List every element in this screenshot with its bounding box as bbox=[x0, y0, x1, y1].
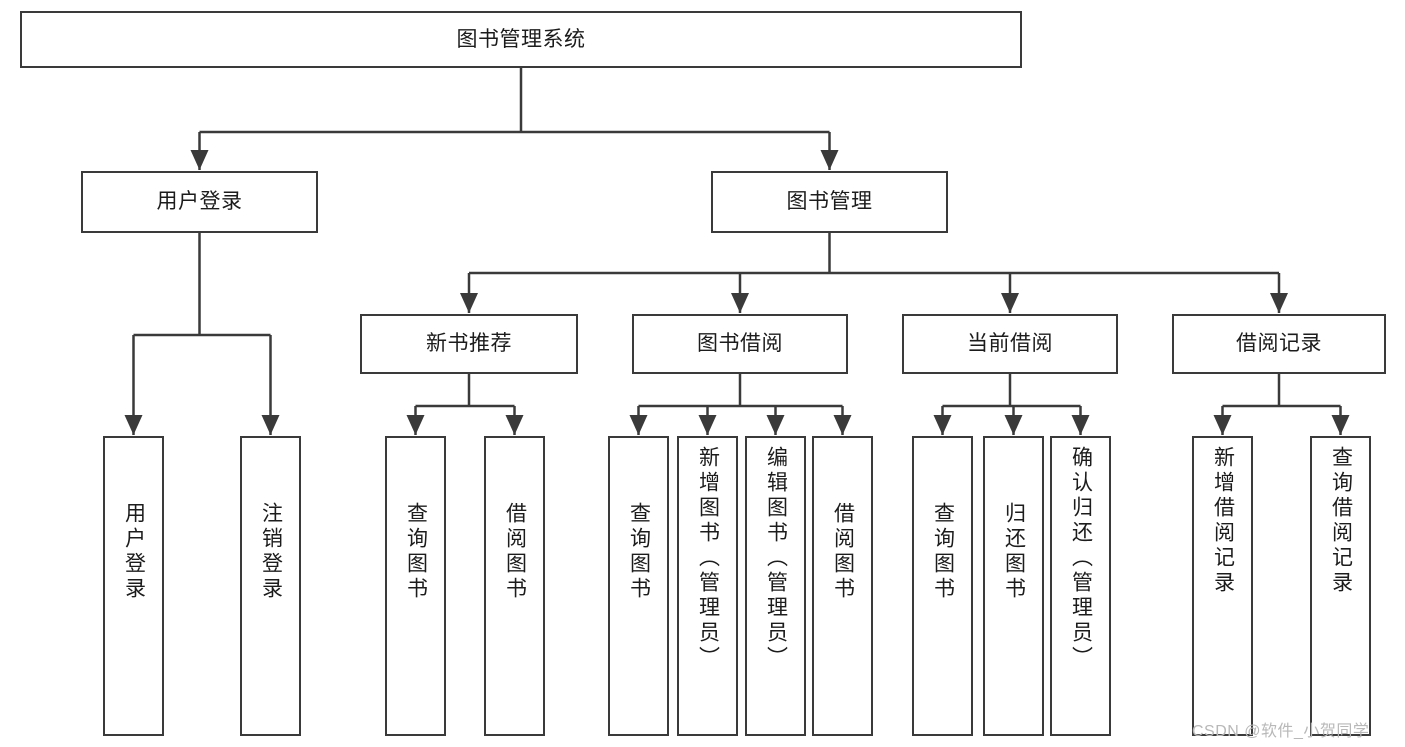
arrow-head-new-book-rec bbox=[460, 293, 478, 313]
node-label-root: 图书管理系统 bbox=[456, 27, 586, 51]
node-leaf-query-book-2[interactable]: 查询图书 bbox=[608, 436, 669, 736]
node-borrow-record[interactable]: 借阅记录 bbox=[1172, 314, 1386, 374]
node-current-borrow[interactable]: 当前借阅 bbox=[902, 314, 1118, 374]
arrow-head-leaf-query-record bbox=[1331, 415, 1350, 435]
node-root[interactable]: 图书管理系统 bbox=[20, 11, 1022, 68]
node-leaf-return-book[interactable]: 归还图书 bbox=[983, 436, 1044, 736]
arrow-head-book-borrow bbox=[731, 293, 749, 313]
node-leaf-query-book-1[interactable]: 查询图书 bbox=[385, 436, 446, 736]
node-label-user-login: 用户登录 bbox=[156, 190, 243, 214]
node-label-leaf-query-record: 查询借阅记录 bbox=[1329, 446, 1353, 596]
node-label-book-manage: 图书管理 bbox=[786, 190, 873, 214]
node-leaf-add-book[interactable]: 新增图书（管理员） bbox=[677, 436, 738, 736]
node-leaf-edit-book[interactable]: 编辑图书（管理员） bbox=[745, 436, 806, 736]
node-label-current-borrow: 当前借阅 bbox=[967, 332, 1053, 356]
node-new-book-rec[interactable]: 新书推荐 bbox=[360, 314, 578, 374]
node-label-leaf-user-logout: 注销登录 bbox=[259, 502, 283, 602]
node-label-leaf-query-book-1: 查询图书 bbox=[404, 502, 428, 602]
arrow-head-leaf-query-book-1 bbox=[406, 415, 425, 435]
node-label-leaf-borrow-book-1: 借阅图书 bbox=[503, 502, 527, 602]
node-label-new-book-rec: 新书推荐 bbox=[426, 332, 512, 356]
arrow-head-leaf-query-book-2 bbox=[629, 415, 648, 435]
arrow-head-borrow-record bbox=[1270, 293, 1288, 313]
arrow-head-leaf-user-login bbox=[124, 415, 143, 435]
watermark-text: CSDN @软件_小贺同学 bbox=[1192, 723, 1370, 740]
node-leaf-user-logout[interactable]: 注销登录 bbox=[240, 436, 301, 736]
node-leaf-query-record[interactable]: 查询借阅记录 bbox=[1310, 436, 1371, 736]
node-label-leaf-borrow-book-2: 借阅图书 bbox=[831, 502, 855, 602]
arrow-head-book-manage bbox=[820, 150, 839, 170]
node-label-book-borrow: 图书借阅 bbox=[697, 332, 783, 356]
node-label-leaf-add-record: 新增借阅记录 bbox=[1211, 446, 1235, 596]
node-leaf-borrow-book-1[interactable]: 借阅图书 bbox=[484, 436, 545, 736]
arrow-head-leaf-query-book-3 bbox=[933, 415, 952, 435]
arrow-head-leaf-edit-book bbox=[766, 415, 785, 435]
arrow-head-current-borrow bbox=[1001, 293, 1019, 313]
node-user-login[interactable]: 用户登录 bbox=[81, 171, 318, 233]
arrow-head-leaf-add-book bbox=[698, 415, 717, 435]
node-leaf-query-book-3[interactable]: 查询图书 bbox=[912, 436, 973, 736]
arrow-head-leaf-return-book bbox=[1004, 415, 1023, 435]
node-book-borrow[interactable]: 图书借阅 bbox=[632, 314, 848, 374]
node-label-borrow-record: 借阅记录 bbox=[1236, 332, 1322, 356]
arrow-head-leaf-confirm-return bbox=[1071, 415, 1090, 435]
node-leaf-confirm-return[interactable]: 确认归还（管理员） bbox=[1050, 436, 1111, 736]
node-leaf-user-login[interactable]: 用户登录 bbox=[103, 436, 164, 736]
node-book-manage[interactable]: 图书管理 bbox=[711, 171, 948, 233]
node-leaf-add-record[interactable]: 新增借阅记录 bbox=[1192, 436, 1253, 736]
arrow-head-leaf-user-logout bbox=[261, 415, 280, 435]
arrow-head-leaf-add-record bbox=[1213, 415, 1232, 435]
arrow-head-user-login bbox=[190, 150, 209, 170]
node-leaf-borrow-book-2[interactable]: 借阅图书 bbox=[812, 436, 873, 736]
node-label-leaf-confirm-return: 确认归还（管理员） bbox=[1069, 446, 1093, 671]
arrow-head-leaf-borrow-book-1 bbox=[505, 415, 524, 435]
node-label-leaf-edit-book: 编辑图书（管理员） bbox=[764, 446, 788, 671]
node-label-leaf-query-book-3: 查询图书 bbox=[931, 502, 955, 602]
node-label-leaf-add-book: 新增图书（管理员） bbox=[696, 446, 720, 671]
node-label-leaf-return-book: 归还图书 bbox=[1002, 502, 1026, 602]
arrow-head-leaf-borrow-book-2 bbox=[833, 415, 852, 435]
node-label-leaf-user-login: 用户登录 bbox=[122, 502, 146, 602]
node-label-leaf-query-book-2: 查询图书 bbox=[627, 502, 651, 602]
